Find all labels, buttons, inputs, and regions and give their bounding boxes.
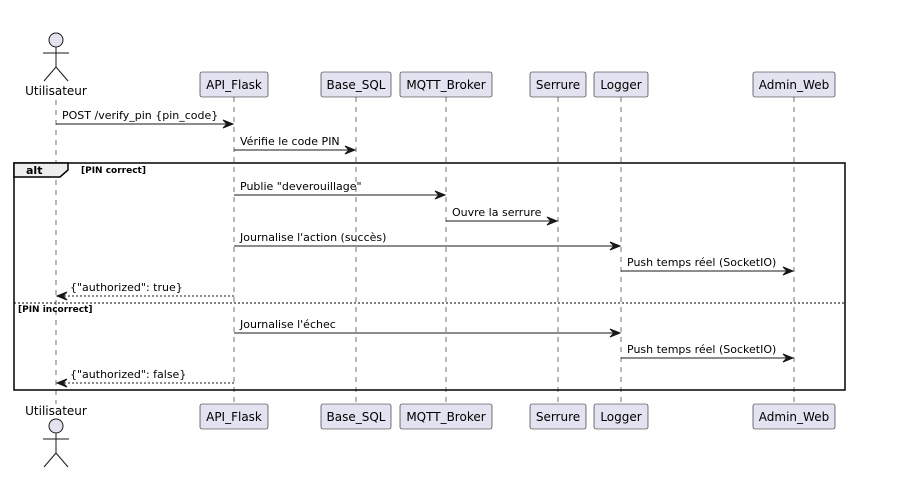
participant-logger-bottom: Logger <box>593 403 649 430</box>
actor-body-icon <box>43 433 69 468</box>
messages: POST /verify_pin {pin_code} Vérifie le co… <box>55 109 795 388</box>
participant-mqtt-broker-bottom: MQTT_Broker <box>399 403 493 430</box>
arrowhead-icon <box>55 291 68 301</box>
participant-mqtt-broker-top: MQTT_Broker <box>399 71 493 98</box>
participant-label: Admin_Web <box>759 410 829 424</box>
participant-serrure-bottom: Serrure <box>529 403 587 430</box>
arrowhead-icon <box>222 119 235 129</box>
participant-label: Base_SQL <box>327 78 386 92</box>
message-9: Push temps réel (SocketIO) <box>621 343 795 363</box>
participant-box <box>320 71 392 98</box>
participant-label: Admin_Web <box>759 78 829 92</box>
participant-label: MQTT_Broker <box>406 78 485 92</box>
arrowhead-icon <box>434 190 447 200</box>
message-label: {"authorized": true} <box>70 281 183 294</box>
participant-base-sql-bottom: Base_SQL <box>320 403 392 430</box>
participant-admin-web-top: Admin_Web <box>752 71 836 98</box>
message-label: Ouvre la serrure <box>452 206 542 219</box>
message-1: POST /verify_pin {pin_code} <box>56 109 235 129</box>
message-label: {"authorized": false} <box>70 368 186 381</box>
message-4: Ouvre la serrure <box>446 206 559 226</box>
actor-label: Utilisateur <box>25 84 87 98</box>
participant-logger-top: Logger <box>593 71 649 98</box>
participant-base-sql-top: Base_SQL <box>320 71 392 98</box>
arrowhead-icon <box>782 266 795 276</box>
participant-admin-web-bottom: Admin_Web <box>752 403 836 430</box>
message-7: {"authorized": true} <box>55 281 234 301</box>
alt-fragment: alt [PIN correct] [PIN incorrect] <box>13 162 846 391</box>
participant-box <box>199 403 269 430</box>
participant-box <box>752 71 836 98</box>
lifelines <box>55 97 795 404</box>
actor-head-icon <box>48 32 64 48</box>
participant-label: Serrure <box>536 78 580 92</box>
message-5: Journalise l'action (succès) <box>234 231 622 251</box>
participant-label: API_Flask <box>206 78 262 92</box>
alt-guard-pin-incorrect: [PIN incorrect] <box>18 305 92 315</box>
participant-box <box>593 403 649 430</box>
arrowhead-icon <box>344 145 357 155</box>
participant-box <box>199 71 269 98</box>
message-10: {"authorized": false} <box>55 368 234 388</box>
actor-utilisateur-bottom: Utilisateur <box>25 404 87 468</box>
arrowhead-icon <box>782 353 795 363</box>
participant-box <box>399 71 493 98</box>
participant-api-flask-bottom: API_Flask <box>199 403 269 430</box>
participant-serrure-top: Serrure <box>529 71 587 98</box>
message-label: Vérifie le code PIN <box>240 135 340 148</box>
participant-box <box>752 403 836 430</box>
message-label: Journalise l'échec <box>239 318 336 331</box>
arrowhead-icon <box>55 378 68 388</box>
message-2: Vérifie le code PIN <box>234 135 357 155</box>
alt-keyword-tab <box>13 162 69 178</box>
arrowhead-icon <box>546 216 559 226</box>
actor-utilisateur-top: Utilisateur <box>25 32 87 98</box>
alt-keyword: alt <box>26 164 42 177</box>
participant-box <box>529 71 587 98</box>
message-3: Publie "deverouillage" <box>234 180 447 200</box>
message-label: POST /verify_pin {pin_code} <box>62 109 218 122</box>
participants-top: Utilisateur API_Flask Base_SQL MQTT_Broker S… <box>25 32 836 98</box>
participant-box <box>399 403 493 430</box>
participant-label: API_Flask <box>206 410 262 424</box>
actor-body-icon <box>43 47 69 82</box>
participants-bottom: Utilisateur API_Flask Base_SQL MQTT_Broker S… <box>25 403 836 468</box>
message-label: Push temps réel (SocketIO) <box>627 256 776 269</box>
message-label: Journalise l'action (succès) <box>239 231 386 244</box>
message-label: Push temps réel (SocketIO) <box>627 343 776 356</box>
participant-box <box>320 403 392 430</box>
actor-head-icon <box>48 418 64 434</box>
alt-frame <box>13 162 846 391</box>
actor-label: Utilisateur <box>25 404 87 418</box>
participant-label: MQTT_Broker <box>406 410 485 424</box>
arrowhead-icon <box>609 241 622 251</box>
participant-box <box>593 71 649 98</box>
participant-label: Serrure <box>536 410 580 424</box>
message-label: Publie "deverouillage" <box>240 180 362 193</box>
message-6: Push temps réel (SocketIO) <box>621 256 795 276</box>
participant-api-flask-top: API_Flask <box>199 71 269 98</box>
participant-label: Base_SQL <box>327 410 386 424</box>
alt-guard-pin-correct: [PIN correct] <box>81 166 146 176</box>
participant-label: Logger <box>600 410 641 424</box>
message-8: Journalise l'échec <box>234 318 622 338</box>
participant-label: Logger <box>600 78 641 92</box>
participant-box <box>529 403 587 430</box>
arrowhead-icon <box>609 328 622 338</box>
